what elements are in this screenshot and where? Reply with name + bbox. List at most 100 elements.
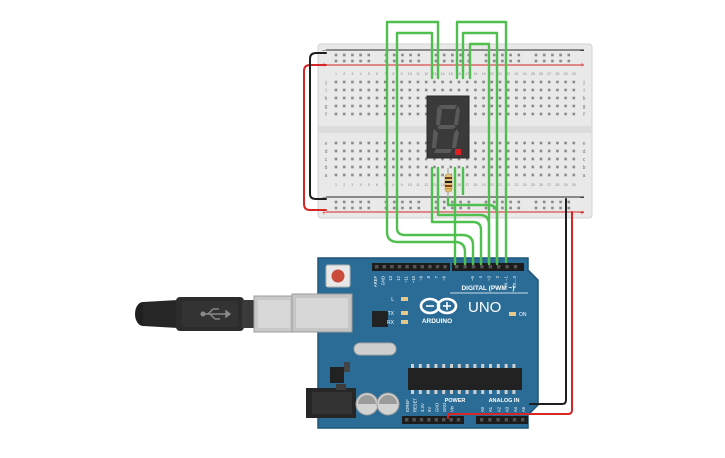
wire-green-to-pin-c[interactable] bbox=[430, 166, 483, 266]
breadboard-hole[interactable] bbox=[424, 157, 428, 161]
header-pin[interactable] bbox=[405, 265, 409, 269]
breadboard-hole[interactable] bbox=[531, 88, 535, 92]
breadboard-hole[interactable] bbox=[367, 88, 371, 92]
breadboard-hole[interactable] bbox=[482, 88, 485, 92]
breadboard-hole[interactable] bbox=[539, 112, 543, 116]
breadboard-hole[interactable] bbox=[342, 112, 346, 116]
rail-hole[interactable] bbox=[359, 59, 362, 63]
header-pin[interactable] bbox=[375, 265, 379, 269]
breadboard-hole[interactable] bbox=[482, 173, 485, 177]
breadboard-hole[interactable] bbox=[523, 104, 526, 108]
breadboard-hole[interactable] bbox=[490, 96, 494, 100]
breadboard-hole[interactable] bbox=[547, 88, 551, 92]
breadboard-hole[interactable] bbox=[498, 173, 502, 177]
breadboard-hole[interactable] bbox=[457, 173, 461, 177]
breadboard-hole[interactable] bbox=[433, 165, 436, 169]
header-pin[interactable] bbox=[427, 418, 431, 422]
breadboard-hole[interactable] bbox=[498, 157, 502, 161]
breadboard-hole[interactable] bbox=[408, 80, 412, 84]
breadboard-hole[interactable] bbox=[367, 157, 371, 161]
breadboard-hole[interactable] bbox=[408, 88, 412, 92]
breadboard-hole[interactable] bbox=[367, 165, 371, 169]
breadboard-hole[interactable] bbox=[572, 80, 576, 84]
breadboard-hole[interactable] bbox=[400, 165, 403, 169]
breadboard-hole[interactable] bbox=[342, 104, 346, 108]
breadboard-hole[interactable] bbox=[515, 104, 518, 108]
breadboard-hole[interactable] bbox=[564, 104, 567, 108]
breadboard-hole[interactable] bbox=[531, 149, 535, 153]
breadboard-hole[interactable] bbox=[515, 173, 518, 177]
breadboard-hole[interactable] bbox=[392, 157, 395, 161]
breadboard-hole[interactable] bbox=[506, 112, 510, 116]
breadboard-hole[interactable] bbox=[515, 149, 518, 153]
breadboard-hole[interactable] bbox=[392, 96, 395, 100]
breadboard-hole[interactable] bbox=[457, 165, 461, 169]
breadboard-hole[interactable] bbox=[359, 88, 362, 92]
breadboard-hole[interactable] bbox=[383, 88, 387, 92]
rail-hole[interactable] bbox=[534, 200, 538, 204]
breadboard-hole[interactable] bbox=[523, 149, 526, 153]
breadboard-hole[interactable] bbox=[572, 149, 576, 153]
breadboard-hole[interactable] bbox=[572, 157, 576, 161]
rail-hole[interactable] bbox=[401, 206, 404, 210]
breadboard-hole[interactable] bbox=[392, 165, 395, 169]
rail-hole[interactable] bbox=[442, 59, 446, 63]
rail-hole[interactable] bbox=[442, 53, 446, 57]
breadboard-hole[interactable] bbox=[506, 141, 510, 145]
breadboard-hole[interactable] bbox=[490, 173, 494, 177]
breadboard-hole[interactable] bbox=[465, 80, 469, 84]
header-pin[interactable] bbox=[413, 265, 417, 269]
breadboard-hole[interactable] bbox=[523, 165, 526, 169]
breadboard-hole[interactable] bbox=[359, 80, 362, 84]
header-pin[interactable] bbox=[449, 418, 453, 422]
wire-black-rail-jumper[interactable] bbox=[309, 52, 327, 200]
rail-hole[interactable] bbox=[559, 53, 562, 57]
breadboard-hole[interactable] bbox=[547, 173, 551, 177]
breadboard-hole[interactable] bbox=[556, 88, 559, 92]
breadboard-hole[interactable] bbox=[556, 80, 559, 84]
breadboard-hole[interactable] bbox=[334, 173, 338, 177]
rail-hole[interactable] bbox=[492, 200, 496, 204]
rail-hole[interactable] bbox=[342, 53, 346, 57]
rail-hole[interactable] bbox=[417, 59, 421, 63]
breadboard-hole[interactable] bbox=[400, 88, 403, 92]
breadboard-hole[interactable] bbox=[342, 157, 346, 161]
breadboard-hole[interactable] bbox=[564, 80, 567, 84]
breadboard-hole[interactable] bbox=[375, 96, 379, 100]
breadboard-hole[interactable] bbox=[392, 173, 395, 177]
rail-hole[interactable] bbox=[451, 53, 454, 57]
breadboard-hole[interactable] bbox=[416, 112, 420, 116]
rail-hole[interactable] bbox=[434, 206, 438, 210]
rail-hole[interactable] bbox=[401, 200, 404, 204]
breadboard-hole[interactable] bbox=[359, 96, 362, 100]
breadboard-hole[interactable] bbox=[359, 173, 362, 177]
header-pin[interactable] bbox=[455, 265, 459, 269]
breadboard-hole[interactable] bbox=[400, 173, 403, 177]
breadboard-hole[interactable] bbox=[433, 173, 436, 177]
rail-hole[interactable] bbox=[434, 200, 438, 204]
breadboard-hole[interactable] bbox=[482, 112, 485, 116]
breadboard-hole[interactable] bbox=[498, 96, 502, 100]
rail-hole[interactable] bbox=[467, 200, 471, 204]
breadboard-hole[interactable] bbox=[523, 96, 526, 100]
rail-hole[interactable] bbox=[401, 53, 404, 57]
digital-header-left[interactable] bbox=[372, 263, 450, 271]
rail-hole[interactable] bbox=[517, 206, 521, 210]
breadboard-hole[interactable] bbox=[506, 80, 510, 84]
rail-hole[interactable] bbox=[334, 206, 338, 210]
breadboard-hole[interactable] bbox=[515, 80, 518, 84]
breadboard-hole[interactable] bbox=[498, 165, 502, 169]
breadboard-hole[interactable] bbox=[515, 141, 518, 145]
breadboard-hole[interactable] bbox=[392, 149, 395, 153]
breadboard-hole[interactable] bbox=[482, 80, 485, 84]
rail-hole[interactable] bbox=[409, 59, 412, 63]
breadboard-hole[interactable] bbox=[392, 104, 395, 108]
header-pin[interactable] bbox=[456, 418, 461, 422]
rail-hole[interactable] bbox=[501, 206, 504, 210]
breadboard-hole[interactable] bbox=[383, 157, 387, 161]
breadboard-hole[interactable] bbox=[474, 112, 477, 116]
breadboard-hole[interactable] bbox=[334, 165, 338, 169]
breadboard-hole[interactable] bbox=[506, 96, 510, 100]
rail-hole[interactable] bbox=[367, 200, 371, 204]
rail-hole[interactable] bbox=[501, 59, 504, 63]
